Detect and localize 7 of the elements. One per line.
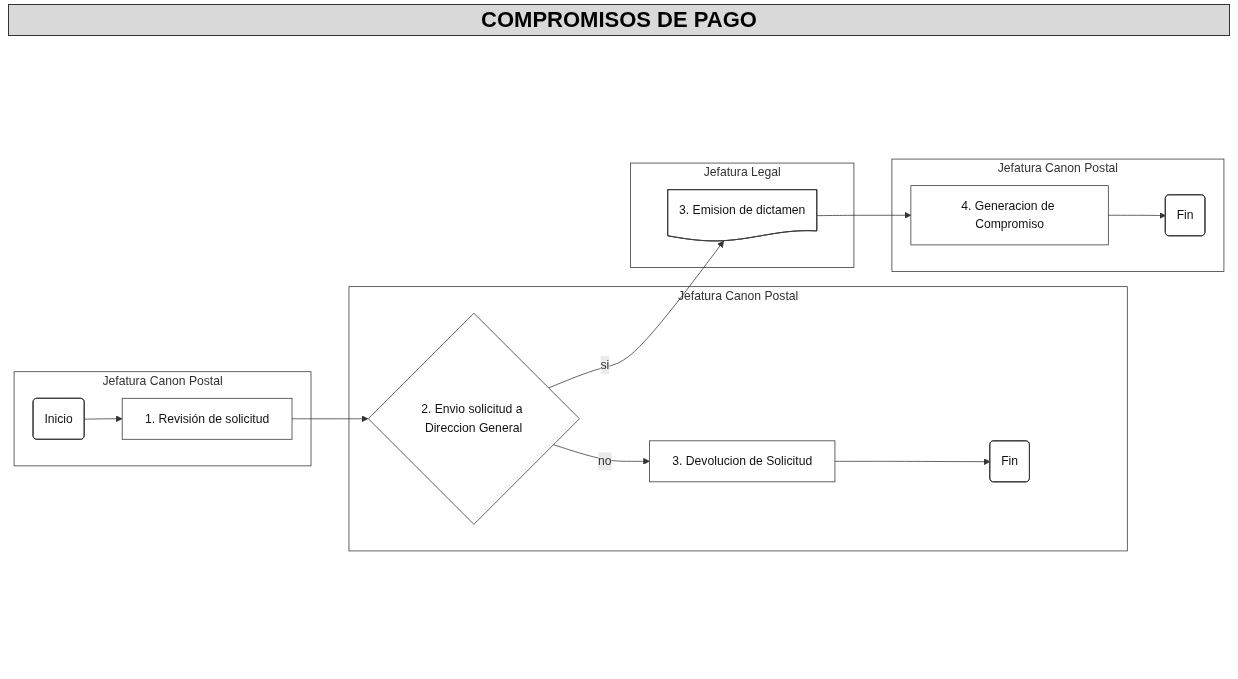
node-box: 3. Devolucion de Solicitud <box>649 440 836 483</box>
edge-label: no <box>598 454 612 468</box>
node-box: 1. Revisión de solicitud <box>121 397 293 440</box>
edge-label: si <box>600 358 610 371</box>
node-box: 4. Generacion de Compromiso <box>910 185 1109 246</box>
diagram-title: COMPROMISOS DE PAGO <box>8 4 1230 36</box>
node-diamond: 2. Envio solicitud a Direccion General <box>367 312 580 525</box>
